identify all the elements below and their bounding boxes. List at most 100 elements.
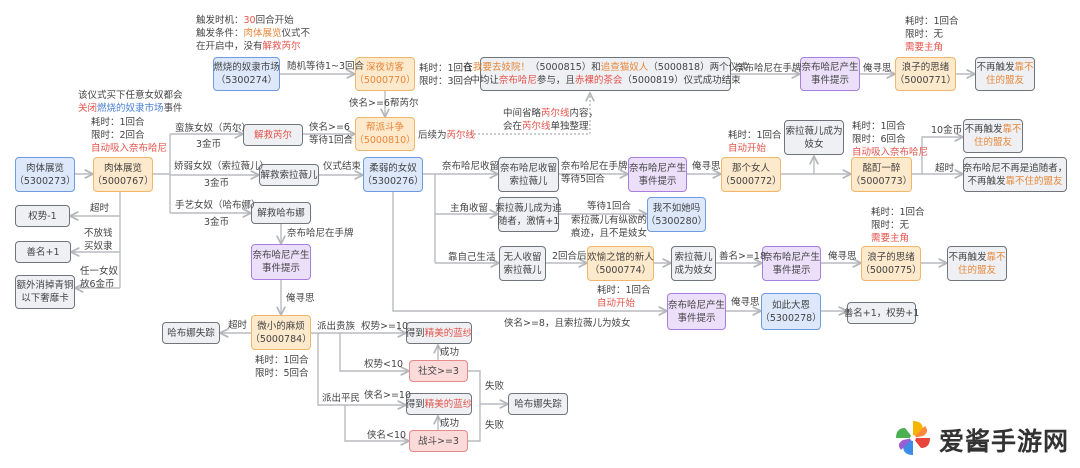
text-line: 派出平民 <box>322 392 360 405</box>
text-line: 耗时：1回合 <box>871 206 925 219</box>
text-segment: 限时：3回合 <box>419 76 473 87</box>
purple-flow-node[interactable]: 奈布哈尼产生事件提示 <box>800 57 860 91</box>
text-segment: 欢愉之馆的新人 <box>587 251 654 263</box>
text-line: 微小的麻烦 <box>257 320 305 333</box>
text-segment: 2回合后 <box>552 251 587 262</box>
edge-label: 派出平民 <box>322 392 360 405</box>
highlighted-text: 芮尔线 <box>446 130 476 141</box>
orange-flow-node[interactable]: 酩酊一醉（5000773） <box>851 157 912 192</box>
text-segment: 参与，且 <box>536 75 575 86</box>
highlighted-text: 奈布哈尼 <box>498 75 537 86</box>
text-segment: 任一女奴 <box>80 266 119 277</box>
text-line: 索拉薇儿有纵欲的 <box>571 214 647 227</box>
purple-flow-node[interactable]: 奈布哈尼产生事件提示 <box>762 246 821 281</box>
text-line: 该仪式买下任意女奴都会 <box>78 89 183 102</box>
text-segment: 浪子的思绪 <box>867 251 915 263</box>
gray-flow-node[interactable]: 额外消掉青铜以下奢靡卡 <box>15 275 75 309</box>
text-line: （5000767） <box>92 175 153 188</box>
gray-flow-node[interactable]: 奈布哈尼收留索拉薇儿 <box>498 157 559 192</box>
text-segment: 侠名>=8，且索拉薇儿为妓女 <box>504 318 631 329</box>
orange-flow-node[interactable]: 深夜访客（5000770） <box>354 57 416 91</box>
text-segment: 如此大恩 <box>771 299 810 311</box>
orange-flow-node[interactable]: 欢愉之馆的新人（5000774） <box>587 246 654 281</box>
gray-flow-node[interactable]: 权势-1 <box>15 205 70 227</box>
text-line: （5000810） <box>354 134 415 147</box>
text-segment: 索拉薇儿有纵欲的 <box>571 215 648 226</box>
highlighted-text: 自动开始 <box>728 143 767 154</box>
text-line: 权势<10 <box>364 358 403 371</box>
gray-flow-node[interactable]: 得到精美的蓝纱 <box>406 322 472 344</box>
gray-flow-node[interactable]: 哈布娜失踪 <box>508 393 568 415</box>
orange-flow-node[interactable]: 帮派斗争（5000810） <box>354 117 416 151</box>
edge-label: 3金币 <box>204 177 229 190</box>
blue-flow-node[interactable]: 肉体展览（5300273） <box>14 157 76 192</box>
edge-label: 3金币 <box>196 138 221 151</box>
purple-flow-node[interactable]: 奈布哈尼产生事件提示 <box>251 244 311 280</box>
gray-flow-node[interactable]: 得到精美的蓝纱 <box>406 393 472 415</box>
purple-flow-node[interactable]: 奈布哈尼产生事件提示 <box>667 293 726 330</box>
purple-flow-node[interactable]: 奈布哈尼产生事件提示 <box>628 157 687 192</box>
text-segment: 限时：5回合 <box>255 368 309 379</box>
orange-flow-node[interactable]: 浪子的思绪（5000775） <box>860 246 922 281</box>
gray-flow-node[interactable]: 奈布哈尼不再是追随者，不再触发靠不住的盟友 <box>963 157 1067 192</box>
blue-flow-node[interactable]: 我不如她吗（5300280） <box>646 197 707 232</box>
gray-flow-node[interactable]: 解救哈布娜 <box>251 202 311 224</box>
text-line: 随机等待1~3回合 <box>287 60 364 73</box>
blue-flow-node[interactable]: 如此大恩（5300278） <box>760 293 822 330</box>
edge-label: 侠名<10 <box>367 429 406 442</box>
gray-flow-node[interactable]: 无人收留索拉薇儿 <box>499 246 546 281</box>
text-segment: 随机等待1~3回合 <box>287 61 365 72</box>
gray-flow-node[interactable]: 不再触发靠不住的盟友 <box>947 246 1007 281</box>
edge-label: 耗时：1回合限时：无需要主角 <box>905 15 959 54</box>
text-line: 权势-1 <box>28 210 56 223</box>
gray-flow-node[interactable]: 索拉薇儿成为妓女 <box>671 246 716 281</box>
text-segment: 那个女人 <box>731 162 770 174</box>
text-segment: 奈布哈尼收留 <box>499 162 557 174</box>
text-line: 俺寻思 <box>828 250 857 263</box>
edge-label: 随机等待1~3回合 <box>287 60 364 73</box>
text-line: 俺寻思 <box>731 296 760 309</box>
gray-flow-node[interactable]: 善名+1，权势+1 <box>844 302 919 324</box>
blue-flow-node[interactable]: 燃烧的奴隶市场（5300274） <box>213 57 280 91</box>
text-segment: 侠名<10 <box>367 430 407 441</box>
text-line: 深夜访客 <box>366 61 404 74</box>
red-flow-node[interactable]: 战斗>=3 <box>409 430 468 452</box>
text-line: 帮芮尔 <box>390 97 419 110</box>
red-flow-node[interactable]: 社交>=3 <box>409 360 468 382</box>
text-line: 事件提示 <box>677 312 715 325</box>
blue-flow-node[interactable]: 柔弱的女奴（5300276） <box>362 157 424 192</box>
orange-flow-node[interactable]: 浪子的思绪（5000771） <box>895 57 956 91</box>
text-line: 事件提示 <box>262 262 300 275</box>
edge-label: 任一女奴放6金币 <box>80 265 118 291</box>
highlighted-text: 解救芮尔 <box>253 129 292 141</box>
edge-label: 权势<10 <box>364 358 403 371</box>
text-segment: （5000819）仪式成功结束 <box>622 75 741 86</box>
text-segment: 10金币 <box>931 125 963 136</box>
text-segment: 帮芮尔 <box>390 98 419 109</box>
text-segment: 奈布哈尼在手牌 <box>287 228 354 239</box>
gray-flow-node[interactable]: 不再触发靠不住的盟友 <box>963 119 1023 153</box>
gray-flow-node[interactable]: 解救芮尔 <box>243 124 303 146</box>
highlighted-text: 需要主角 <box>905 42 944 53</box>
gray-flow-node[interactable]: 索拉薇儿成为妓女 <box>784 120 844 155</box>
orange-flow-node[interactable]: 肉体展览（5000767） <box>92 157 154 192</box>
gray-flow-node[interactable]: 解救索拉薇儿 <box>259 164 319 186</box>
text-line: 中均让奈布哈尼参与，且赤裸的茶会（5000819）仪式成功结束 <box>470 74 740 87</box>
text-segment: 奈布哈尼产生 <box>763 251 821 263</box>
text-segment: 中均让 <box>470 75 499 86</box>
logo-text: 爱酱手游网 <box>939 427 1070 456</box>
text-line: 酩酊一醉 <box>862 162 900 175</box>
gray-flow-node[interactable]: 在我要去妓院！（5000815）和追查猫奴人（5000818）两个仪式中均让奈布… <box>463 57 748 91</box>
text-line: 浪子的思绪 <box>902 61 950 74</box>
gray-flow-node[interactable]: 索拉薇儿成为追随者，激情+1 <box>495 197 562 232</box>
text-line: （5000773） <box>851 175 912 188</box>
text-segment: 索拉薇儿 <box>503 264 542 276</box>
edge-label: 奈布哈尼在手牌 等待5回合 <box>561 160 628 186</box>
gray-flow-node[interactable]: 哈布娜失踪 <box>162 322 220 344</box>
gray-flow-node[interactable]: 不再触发靠不住的盟友 <box>975 57 1035 91</box>
orange-flow-node[interactable]: 微小的麻烦（5000784） <box>250 315 312 350</box>
gray-flow-node[interactable]: 善名+1 <box>15 241 71 263</box>
text-line: 等待1回合 <box>309 134 353 147</box>
orange-flow-node[interactable]: 那个女人（5000772） <box>720 157 782 192</box>
text-segment: 3金币 <box>204 178 230 189</box>
